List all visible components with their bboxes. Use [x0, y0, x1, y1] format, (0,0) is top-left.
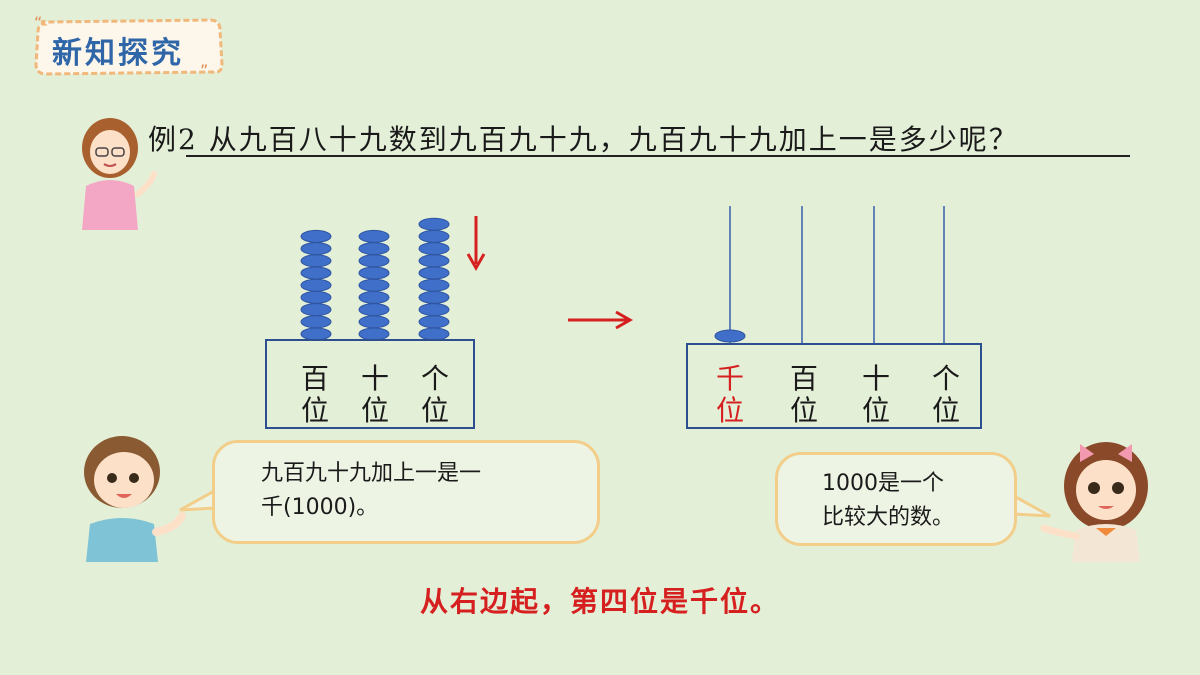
abacus-bead [418, 266, 450, 280]
abacus-bead [358, 315, 390, 329]
boy-speech-bubble: 九百九十九加上一是一 千(1000)。 [212, 440, 600, 544]
abacus-bead [358, 229, 390, 243]
place-value-box-left: 百 位 十 位 个 位 [265, 339, 475, 429]
abacus-bead [300, 278, 332, 292]
abacus-bead [300, 242, 332, 256]
abacus-bead [418, 290, 450, 304]
bubble-tail-right [1013, 494, 1051, 518]
section-title: 新知探究 [52, 36, 184, 71]
abacus-right [714, 206, 945, 344]
transform-arrow-icon [568, 310, 634, 330]
abacus-bead [300, 315, 332, 329]
place-label-thousands: 千 [715, 362, 744, 395]
place-label-ones: 个 [420, 362, 449, 395]
abacus-bead [300, 290, 332, 304]
abacus-bead [418, 303, 450, 317]
abacus-bead [418, 242, 450, 256]
place-label-hundreds-suffix: 位 [789, 394, 818, 427]
abacus-bead [418, 278, 450, 292]
place-label-hundreds: 百 [789, 362, 818, 395]
add-one-arrow-icon [466, 216, 486, 272]
abacus-bead [300, 266, 332, 280]
abacus-left [300, 217, 450, 341]
abacus-bead [418, 217, 450, 231]
place-label-ones-suffix: 位 [420, 394, 449, 427]
boy-speech-line-2: 千(1000)。 [261, 495, 379, 520]
abacus-bead [300, 303, 332, 317]
place-label-hundreds: 百 [300, 362, 329, 395]
place-label-thousands-suffix: 位 [715, 394, 744, 427]
boy-illustration-icon [84, 436, 186, 562]
abacus-bead [300, 254, 332, 268]
place-label-ones: 个 [931, 362, 960, 395]
teacher-illustration-icon [82, 118, 157, 230]
svg-text:”: ” [200, 61, 208, 78]
abacus-bead [300, 229, 332, 243]
place-value-box-right: 千 位 百 位 十 位 个 位 [686, 343, 982, 429]
place-label-tens: 十 [861, 362, 890, 395]
abacus-bead [418, 254, 450, 268]
abacus-bead [418, 315, 450, 329]
svg-text:“: “ [34, 14, 42, 32]
abacus-bead [358, 303, 390, 317]
abacus-bead [358, 278, 390, 292]
example-question: 例2 从九百八十九数到九百九十九，九百九十九加上一是多少呢？ [148, 123, 1019, 156]
section-badge: “ ” 新知探究 [30, 14, 226, 78]
abacus-bead [358, 242, 390, 256]
boy-speech-line-1: 九百九十九加上一是一 [261, 461, 482, 486]
abacus-bead [358, 254, 390, 268]
girl-speech-line-1: 1000是一个 [822, 471, 944, 496]
conclusion-text: 从右边起，第四位是千位。 [419, 585, 780, 618]
place-label-ones-suffix: 位 [931, 394, 960, 427]
question-underline [186, 155, 1130, 157]
place-label-hundreds-suffix: 位 [300, 394, 329, 427]
place-label-tens: 十 [360, 362, 389, 395]
place-label-tens-suffix: 位 [360, 394, 389, 427]
abacus-bead [418, 229, 450, 243]
place-label-tens-suffix: 位 [861, 394, 890, 427]
bubble-tail-left [179, 488, 217, 512]
abacus-bead [358, 290, 390, 304]
girl-illustration-icon [1040, 442, 1148, 562]
badge-frame-icon: “ ” [34, 14, 224, 78]
girl-speech-line-2: 比较大的数。 [822, 505, 955, 530]
abacus-bead [358, 266, 390, 280]
abacus-bead [714, 329, 746, 343]
girl-speech-bubble: 1000是一个 比较大的数。 [775, 452, 1017, 546]
